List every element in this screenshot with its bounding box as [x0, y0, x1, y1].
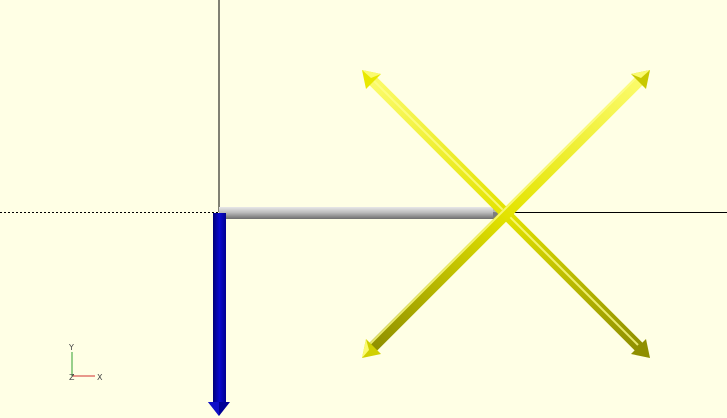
yellow-arrow-diagonal-b[interactable]: [368, 76, 644, 352]
blue-arrow[interactable]: [208, 213, 230, 416]
axes-orientation-indicator: Y Z X: [68, 343, 103, 382]
indicator-z-label: Z: [69, 373, 75, 382]
indicator-x-label: X: [97, 373, 103, 382]
yellow-arrowhead-bottom-right: [631, 339, 650, 358]
indicator-y-label: Y: [68, 343, 74, 352]
gray-arrow[interactable]: [219, 205, 506, 221]
yellow-arrows[interactable]: [362, 70, 650, 358]
